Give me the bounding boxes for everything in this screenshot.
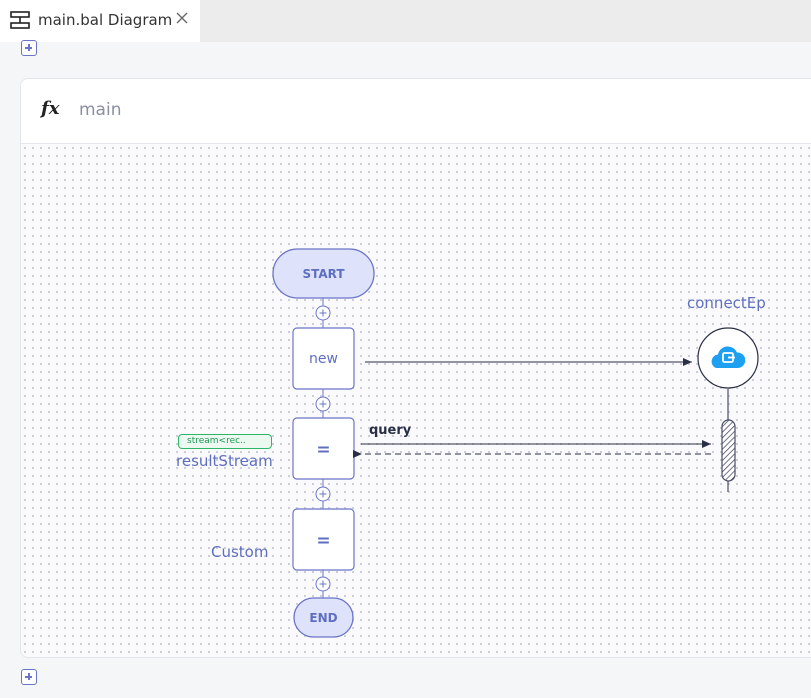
function-header: fx main (21, 79, 811, 144)
end-label: END (309, 611, 337, 625)
tab-main-bal-diagram[interactable]: main.bal Diagram (0, 0, 200, 42)
assignment-node-result-stream[interactable]: = (292, 417, 355, 480)
add-construct-top-button[interactable] (21, 40, 37, 56)
add-statement-plus-1[interactable] (315, 305, 331, 321)
function-panel: fx main (20, 78, 811, 658)
query-action-label: query (369, 423, 412, 438)
new-label: new (309, 351, 338, 367)
add-statement-plus-3[interactable] (315, 486, 331, 502)
editor-tab-bar: main.bal Diagram (0, 0, 811, 42)
custom-label: Custom (211, 543, 269, 561)
function-name: main (79, 100, 122, 120)
close-icon[interactable] (175, 11, 189, 25)
result-stream-label: resultStream (176, 452, 273, 470)
assign-label-1: = (316, 440, 330, 460)
new-statement-node[interactable]: new (292, 327, 355, 390)
diagram-canvas (21, 144, 811, 657)
start-node[interactable]: START (272, 248, 375, 299)
add-statement-plus-2[interactable] (315, 396, 331, 412)
end-node[interactable]: END (293, 597, 354, 638)
endpoint-connect-ep[interactable] (697, 327, 759, 389)
start-label: START (302, 267, 345, 281)
diagram-icon (10, 11, 30, 29)
assignment-node-custom[interactable]: = (292, 508, 355, 571)
type-chip: stream<rec.. (178, 434, 272, 449)
add-statement-plus-4[interactable] (315, 576, 331, 592)
function-icon: fx (41, 98, 60, 119)
add-construct-bottom-button[interactable] (21, 669, 37, 685)
endpoint-name-label: connectEp (687, 294, 766, 312)
assign-label-2: = (316, 531, 330, 551)
cloud-connector-icon (711, 346, 746, 368)
endpoint-activation-bar (721, 419, 736, 482)
tab-title: main.bal Diagram (38, 11, 173, 29)
